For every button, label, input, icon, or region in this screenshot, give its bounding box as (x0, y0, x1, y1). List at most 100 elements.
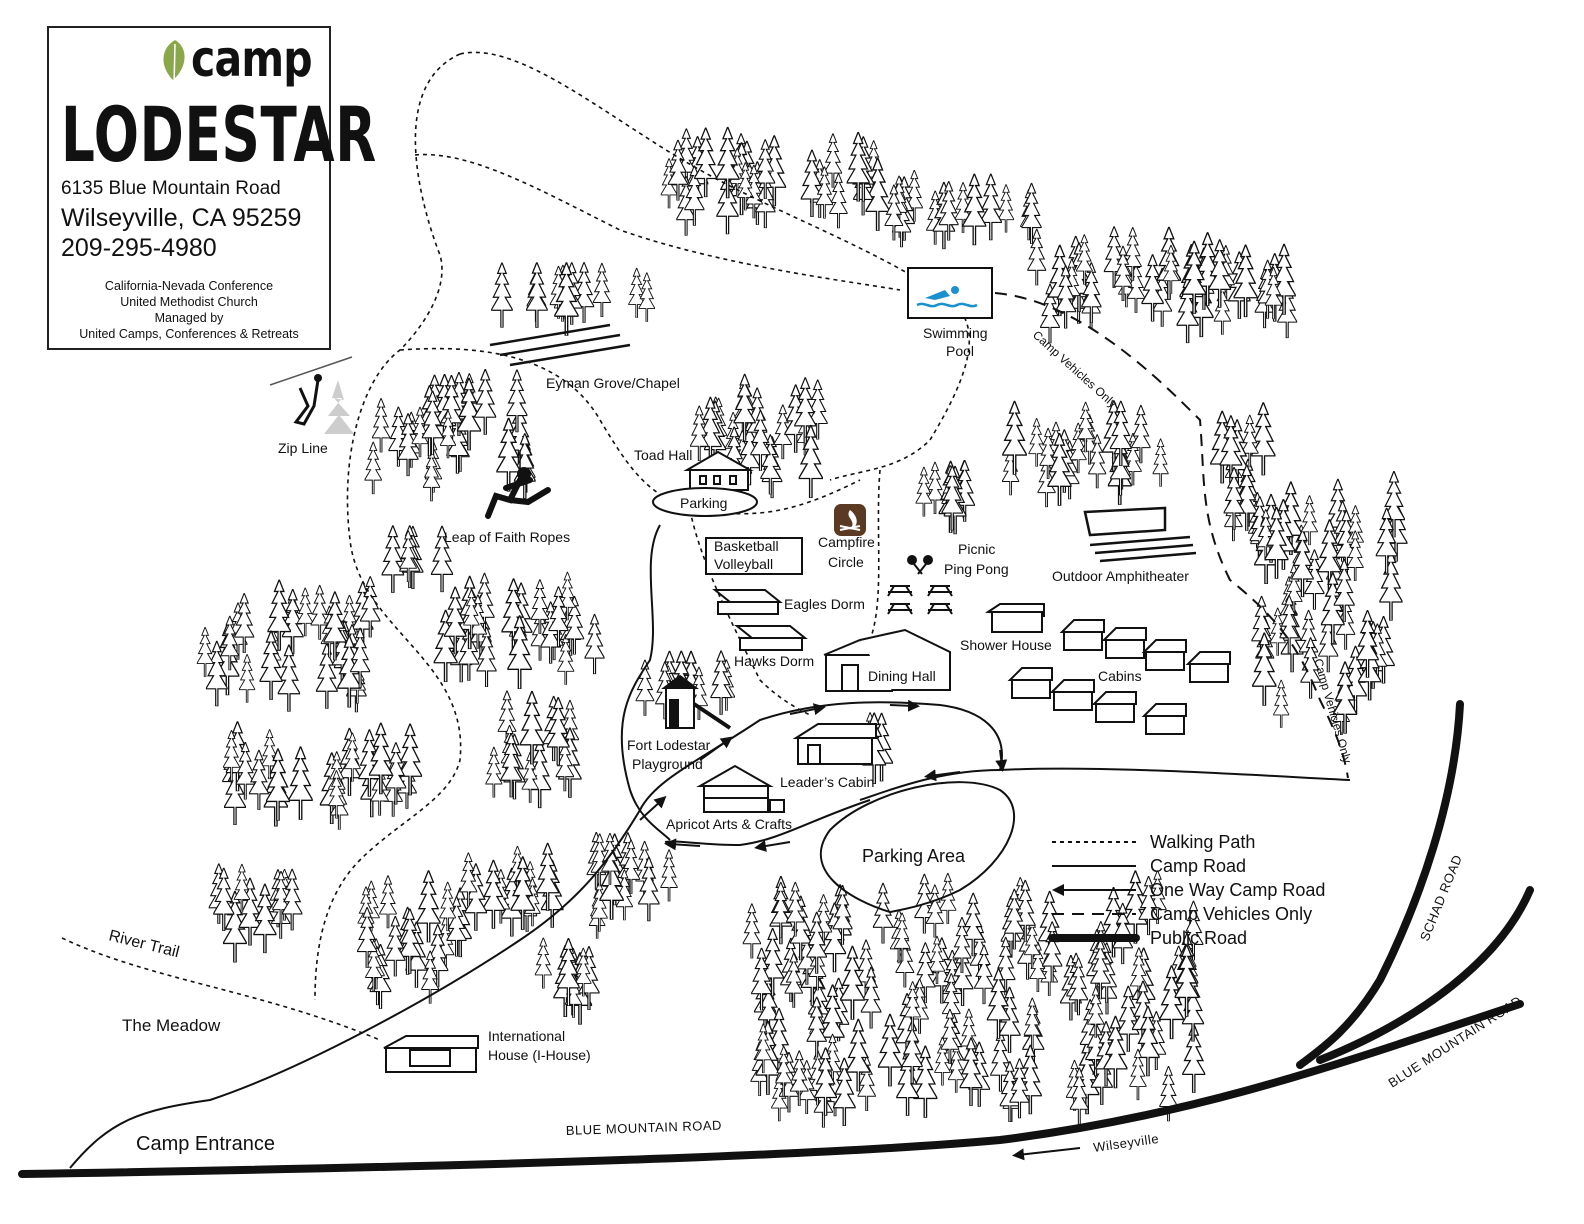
public-roads (18, 700, 1534, 1178)
label-leaders-cabin: Leader’s Cabin (780, 774, 874, 790)
pine-tree-icon (872, 882, 894, 944)
zipline-icon (269, 356, 354, 434)
playground-structure (661, 674, 732, 730)
label-fort-lodestar: Fort Lodestar (627, 737, 711, 753)
pine-tree-icon (534, 937, 552, 989)
pine-tree-icon (926, 461, 944, 514)
label-eyman-grove: Eyman Grove/Chapel (546, 375, 680, 391)
pine-tree-icon (742, 903, 761, 959)
pine-tree-icon (638, 272, 655, 322)
label-apricot-arts: Apricot Arts & Crafts (666, 816, 792, 832)
label-shower-house: Shower House (960, 637, 1052, 653)
label-playground: Playground (632, 756, 703, 772)
eagles-dorm-building (712, 589, 783, 615)
label-wilseyville: Wilseyville (1092, 1131, 1160, 1155)
label-ping-pong: Ping Pong (944, 561, 1009, 577)
legend-one-way: One Way Camp Road (1150, 880, 1325, 900)
one-way-arrows (639, 699, 1008, 852)
cabin-icon (1049, 679, 1095, 711)
cabin-icon (1141, 703, 1187, 735)
aspen-leaf-icon (163, 40, 185, 87)
label-campfire: Campfire (818, 534, 875, 550)
label-volleyball: Volleyball (714, 556, 773, 572)
cabin-icon (1091, 691, 1137, 723)
label-swimming: Swimming (923, 325, 988, 341)
pine-tree-icon (1213, 283, 1231, 335)
international-house-building (383, 1035, 479, 1073)
pine-tree-icon (1379, 550, 1403, 621)
campfire-icon (834, 504, 866, 536)
pine-tree-icon (1002, 400, 1027, 475)
legend-camp-vehicles: Camp Vehicles Only (1150, 904, 1312, 924)
forest (196, 126, 1408, 1128)
cabin-icon (1185, 651, 1231, 683)
climber-icon (485, 450, 551, 519)
label-dining-hall: Dining Hall (868, 668, 936, 684)
pine-tree-icon (915, 466, 933, 517)
pine-tree-icon (660, 849, 678, 902)
org-line: United Methodist Church (120, 295, 258, 309)
pine-tree-icon (372, 398, 391, 453)
legend-camp-road: Camp Road (1150, 856, 1246, 876)
pine-tree-icon (877, 1013, 903, 1087)
label-leap-of-faith: Leap of Faith Ropes (444, 529, 570, 545)
ping-pong-icon (907, 555, 933, 575)
map-legend: Walking Path Camp Road One Way Camp Road… (1048, 832, 1325, 948)
label-the-meadow: The Meadow (122, 1016, 221, 1035)
pine-tree-icon (1252, 632, 1277, 706)
pine-tree-icon (491, 262, 513, 328)
eyman-benches (489, 323, 631, 367)
label-picnic: Picnic (958, 541, 995, 557)
shower-house-building (985, 603, 1045, 633)
org-line: United Camps, Conferences & Retreats (79, 327, 299, 341)
org-line: Managed by (154, 311, 224, 325)
cabin-icon (1141, 639, 1187, 671)
camp-word: camp (191, 30, 313, 88)
label-camp-entrance: Camp Entrance (136, 1133, 275, 1155)
pine-tree-icon (584, 613, 605, 675)
cabin-icon (1059, 619, 1105, 651)
picnic-tables (887, 585, 953, 615)
label-amphitheater: Outdoor Amphitheater (1052, 568, 1189, 584)
pine-tree-icon (979, 173, 1002, 241)
swimmer-icon (916, 286, 978, 308)
label-river-trail: River Trail (107, 927, 181, 961)
pine-tree-icon (526, 262, 548, 328)
legend-public-road: Public Road (1150, 928, 1247, 948)
label-cabins: Cabins (1098, 668, 1142, 684)
pine-tree-icon (1273, 679, 1290, 728)
address-line-2: Wilseyville, CA 95259 (61, 204, 302, 232)
label-parking: Parking (680, 495, 727, 511)
buildings (383, 450, 1045, 1073)
hawks-dorm-building (734, 625, 808, 651)
pine-tree-icon (628, 267, 646, 318)
label-basketball: Basketball (714, 538, 779, 554)
org-line: California-Nevada Conference (104, 279, 274, 293)
label-toad-hall: Toad Hall (634, 447, 692, 463)
pine-tree-icon (592, 262, 611, 317)
toad-hall-parking-oval (652, 487, 758, 517)
address-line-1: 6135 Blue Mountain Road (61, 178, 281, 199)
pine-tree-icon (364, 441, 382, 495)
amphitheater-shape (1083, 506, 1197, 563)
camp-info-box: camp LODESTAR 6135 Blue Mountain Road Wi… (47, 26, 376, 350)
basketball-court (705, 537, 803, 575)
pine-tree-icon (941, 465, 964, 531)
camp-roads (69, 524, 1351, 1169)
label-hawks-dorm: Hawks Dorm (734, 653, 814, 669)
leaders-cabin-building (792, 723, 877, 765)
label-zip-line: Zip Line (278, 440, 328, 456)
pine-tree-icon (1152, 438, 1169, 487)
label-pool: Pool (946, 343, 974, 359)
cabin-group (1007, 619, 1231, 735)
label-i-house: House (I-House) (488, 1047, 591, 1063)
pine-tree-icon (288, 746, 313, 820)
phone-number: 209-295-4980 (61, 234, 217, 262)
dining-hall-building (823, 628, 951, 692)
camp-vehicles-roads (994, 292, 1349, 779)
cabin-icon (1101, 627, 1147, 659)
wilseyville-arrow (1012, 1147, 1081, 1161)
label-circle: Circle (828, 554, 864, 570)
pine-tree-icon (962, 173, 987, 246)
